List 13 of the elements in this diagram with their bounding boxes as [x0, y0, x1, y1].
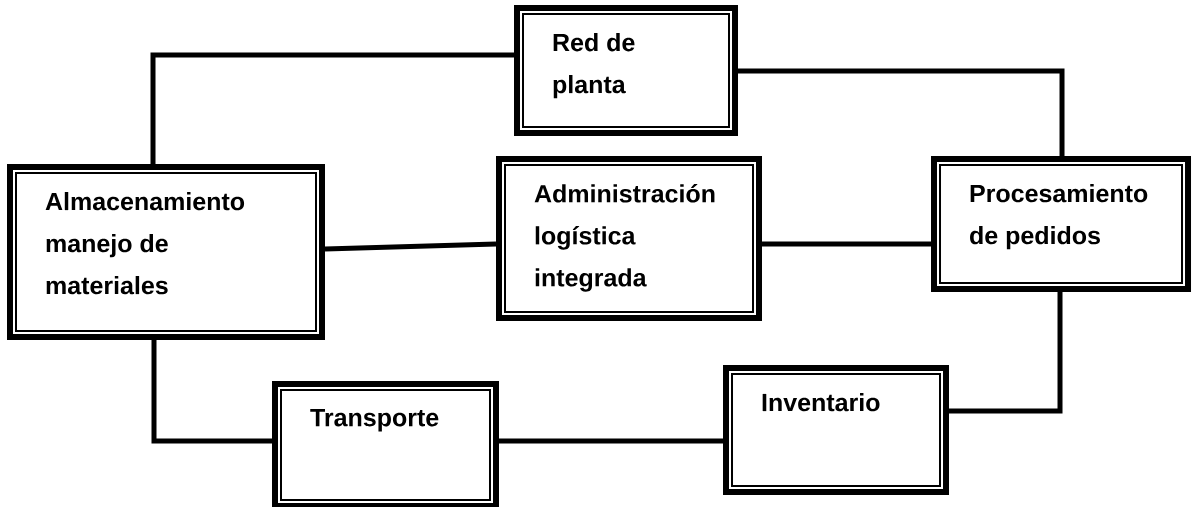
connector-line: [738, 68, 1065, 156]
connector-line: [151, 340, 272, 444]
connector-line: [949, 292, 1063, 414]
process-box: Inventario: [723, 365, 949, 495]
connector-line: [324, 241, 497, 252]
process-box: Administración logística integrada: [496, 156, 762, 321]
connector-line: [150, 52, 514, 164]
connector-line: [499, 438, 723, 444]
connector-line: [762, 241, 931, 247]
process-box: Procesamiento de pedidos: [931, 156, 1191, 292]
process-box: Almacenamiento manejo de materiales: [7, 164, 325, 340]
process-box: Red de planta: [514, 5, 738, 136]
process-box: Transporte: [272, 381, 499, 507]
